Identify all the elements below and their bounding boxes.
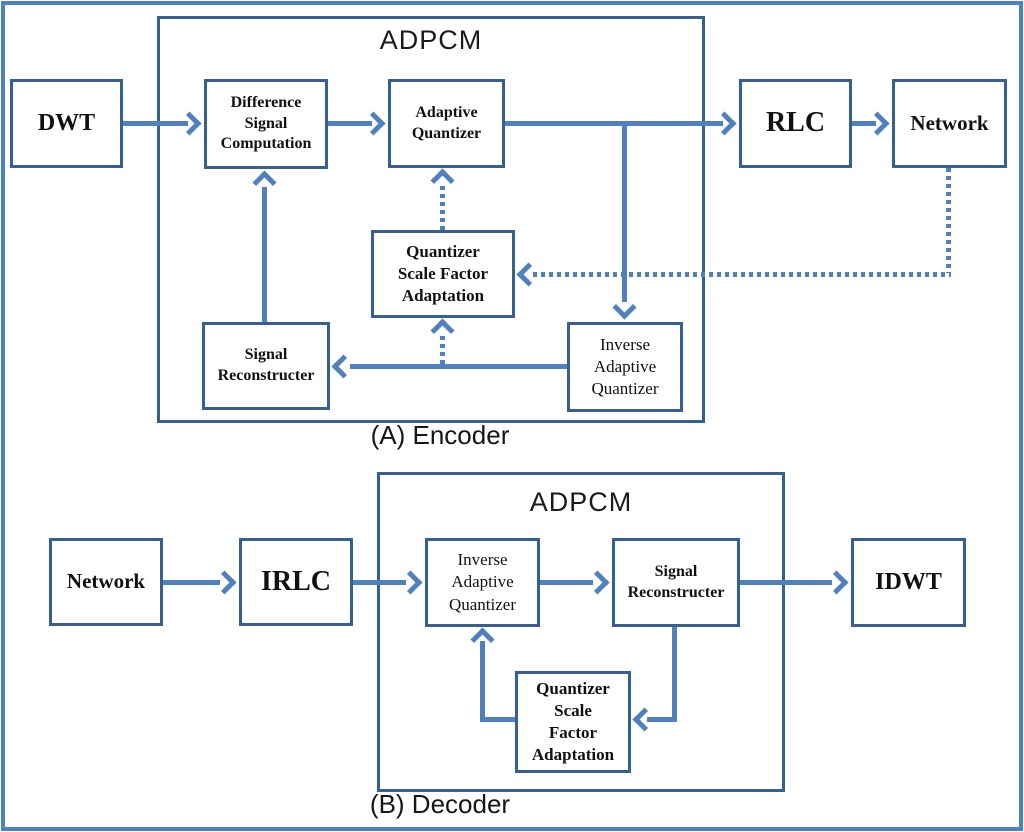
encoder-adpcm-group-label: ADPCM	[379, 25, 483, 55]
block-network-decoder: Network	[49, 538, 163, 626]
block-quantizer-scale-factor-adaptation-encoder: Quantizer Scale Factor Adaptation	[371, 230, 515, 318]
block-signal-reconstructer-decoder: Signal Reconstructer	[612, 538, 740, 627]
line-signal-reconstructer-to-idwt	[740, 580, 832, 585]
block-dwt: DWT	[10, 79, 123, 168]
line-iaq-to-signal-reconstructer-encoder	[350, 364, 567, 369]
block-inverse-adaptive-quantizer-encoder: Inverse Adaptive Quantizer	[567, 322, 683, 412]
encoder-adpcm-group: ADPCM	[157, 16, 705, 423]
block-adaptive-quantizer: Adaptive Quantizer	[388, 79, 505, 168]
line-signal-reconstructer-to-dsc	[262, 187, 267, 322]
line-dwt-to-dsc	[123, 121, 188, 126]
line-iaq-to-signal-reconstructer-decoder	[540, 580, 593, 585]
block-difference-signal-computation: Difference Signal Computation	[204, 79, 328, 169]
dotted-line-feedback-to-qsfa	[440, 336, 445, 366]
line-irlc-to-iaq	[353, 580, 406, 585]
decoder-caption: (B) Decoder	[369, 789, 511, 819]
block-network-encoder: Network	[892, 79, 1007, 168]
block-idwt: IDWT	[851, 538, 966, 627]
line-dsc-to-adaptive-quantizer	[328, 121, 372, 126]
line-rlc-to-network	[852, 121, 876, 126]
line-qsfa-up-to-iaq	[480, 641, 485, 722]
block-inverse-adaptive-quantizer-decoder: Inverse Adaptive Quantizer	[425, 538, 540, 627]
decoder-adpcm-group: ADPCM	[377, 472, 785, 792]
encoder-caption: (A) Encoder	[370, 420, 510, 450]
block-rlc: RLC	[739, 79, 852, 168]
block-quantizer-scale-factor-adaptation-decoder: Quantizer Scale Factor Adaptation	[515, 671, 631, 773]
line-signal-reconstructer-down	[672, 627, 677, 722]
block-signal-reconstructer-encoder: Signal Reconstructer	[202, 322, 330, 410]
dotted-line-network-to-qsfa	[533, 272, 951, 277]
line-branch-to-inverse-adaptive-quantizer	[622, 121, 627, 302]
line-to-qsfa-decoder	[647, 717, 677, 722]
dotted-line-qsfa-to-adaptive-quantizer	[440, 186, 445, 230]
dotted-line-network-down	[946, 168, 951, 273]
line-network-to-irlc	[163, 580, 220, 585]
block-irlc: IRLC	[239, 538, 353, 626]
decoder-adpcm-group-label: ADPCM	[529, 487, 633, 517]
line-qsfa-out-left	[481, 717, 515, 722]
line-adaptive-quantizer-to-rlc	[505, 121, 723, 126]
